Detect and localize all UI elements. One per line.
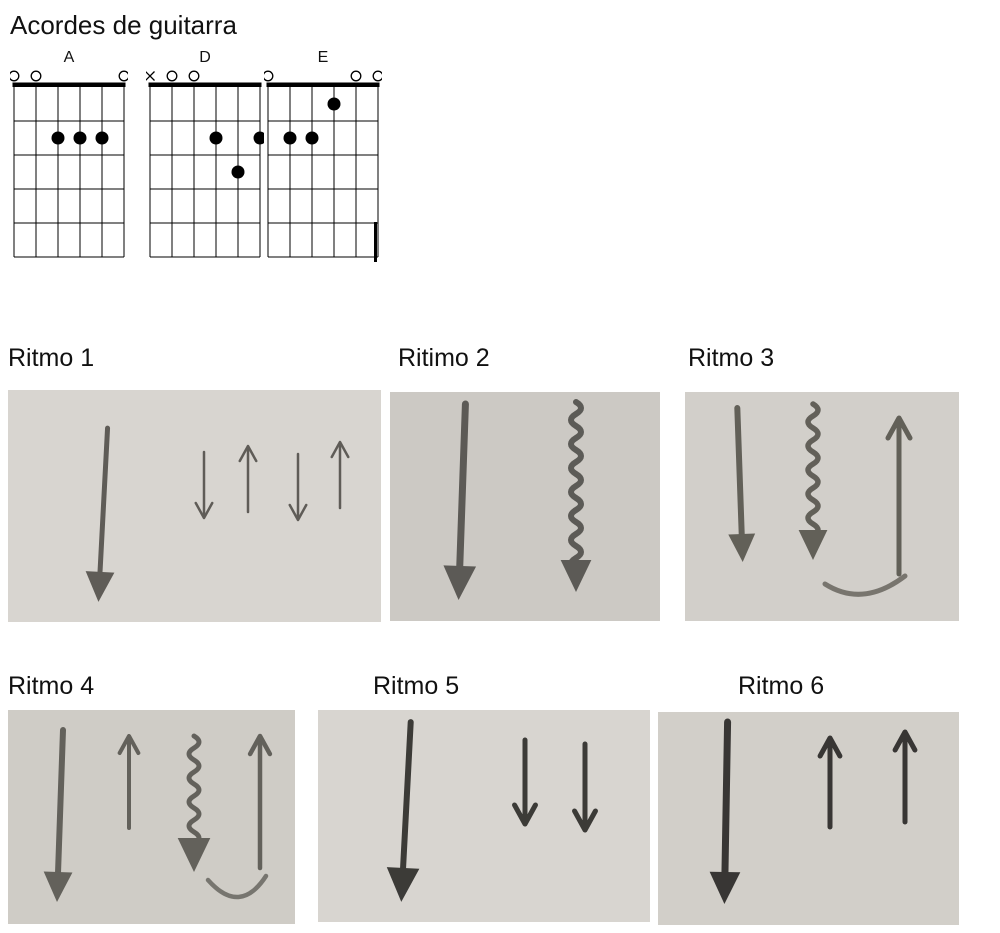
chord-fretboard — [145, 67, 267, 266]
rhythm-label-4: Ritmo 4 — [8, 672, 95, 700]
rhythm-image-6 — [658, 712, 959, 925]
rhythm-image-4 — [8, 710, 295, 924]
chord-name: A — [63, 49, 75, 66]
chord-fretboard — [262, 67, 384, 266]
rhythm-image-2 — [390, 392, 660, 621]
chord-fretboard — [8, 67, 130, 266]
rhythm-label-3: Ritmo 3 — [688, 344, 775, 372]
page-title: Acordes de guitarra — [10, 10, 237, 40]
chord-diagram-e: E — [262, 48, 384, 266]
rhythm-label-6: Ritmo 6 — [738, 672, 825, 700]
rhythm-image-5 — [318, 710, 650, 922]
rhythm-label-2: Ritimo 2 — [398, 344, 490, 372]
chord-diagram-d: D — [145, 48, 267, 266]
rhythm-label-1: Ritmo 1 — [8, 344, 95, 372]
chord-name: E — [317, 49, 329, 66]
rhythm-label-5: Ritmo 5 — [373, 672, 460, 700]
rhythm-image-3 — [685, 392, 959, 621]
text-cursor-bar — [374, 222, 377, 262]
chord-diagram-a: A — [8, 48, 130, 266]
rhythm-image-1 — [8, 390, 381, 622]
chord-name: D — [199, 49, 211, 66]
